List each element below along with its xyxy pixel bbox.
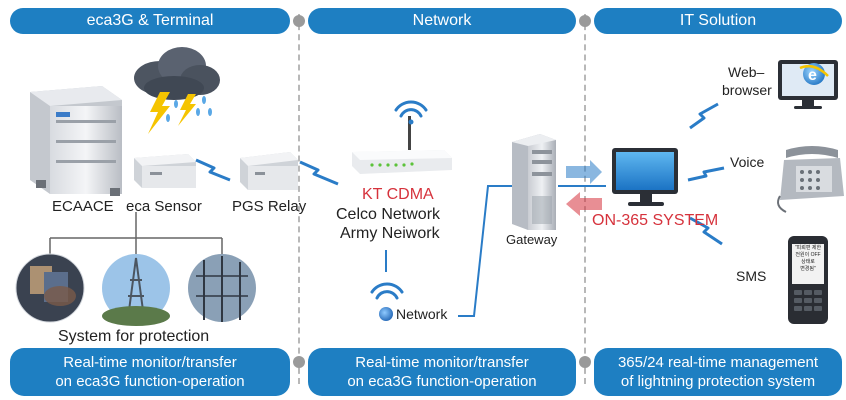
router-icon xyxy=(352,116,452,174)
network-node-icon xyxy=(379,307,393,321)
label-kt-cdma: KT CDMA xyxy=(362,186,434,203)
label-web-browser-line2: browser xyxy=(722,82,772,98)
footer-middle-line1: Real-time monitor/transfer xyxy=(355,354,529,371)
label-network: Network xyxy=(396,306,448,322)
wifi-signal-icon xyxy=(394,100,428,125)
label-on-365-system: ON-365 SYSTEM xyxy=(592,212,719,229)
label-celco-network: Celco Network xyxy=(336,206,441,223)
phone-screen-line: "피뢰편 제한 xyxy=(794,245,822,251)
header-it-solution: IT Solution xyxy=(594,8,842,34)
footer-right: 365/24 real-time management of lightning… xyxy=(594,348,842,396)
eca-sensor-device-icon xyxy=(134,154,196,188)
label-system-for-protection: System for protection xyxy=(58,328,210,345)
label-ecaace: ECAACE xyxy=(52,198,114,215)
header-eca3g-terminal-label: eca3G & Terminal xyxy=(86,12,214,29)
ecaace-cabinet-icon xyxy=(30,86,122,196)
footer-left-line1: Real-time monitor/transfer xyxy=(63,354,237,371)
divider-dot xyxy=(579,15,591,27)
protection-photo-1 xyxy=(15,253,85,323)
phone-screen-line: 상태로 xyxy=(801,259,815,265)
arrow-left-icon xyxy=(566,192,602,216)
mobile-phone-icon xyxy=(788,236,828,324)
protection-tree-lines xyxy=(49,212,223,254)
footer-right-line2: of lightning protection system xyxy=(620,373,816,390)
divider-dot xyxy=(293,356,305,368)
svg-text:e: e xyxy=(808,67,817,84)
header-eca3g-terminal: eca3G & Terminal xyxy=(10,8,290,34)
label-gateway: Gateway xyxy=(506,232,558,247)
network-connection-line xyxy=(458,185,512,317)
gateway-server-icon xyxy=(512,134,556,230)
divider-dot xyxy=(293,15,305,27)
footer-left: Real-time monitor/transfer on eca3G func… xyxy=(10,348,290,396)
divider-dot xyxy=(579,356,591,368)
label-pgs-relay: PGS Relay xyxy=(232,198,307,215)
system-monitor-icon xyxy=(612,148,678,206)
phone-screen-line: 전원이 OFF xyxy=(795,252,821,258)
footer-middle: Real-time monitor/transfer on eca3G func… xyxy=(308,348,576,396)
network-wifi-icon xyxy=(370,282,404,300)
arrow-right-icon xyxy=(566,160,602,184)
desk-phone-icon xyxy=(777,146,844,213)
phone-screen-line: 변경됨" xyxy=(800,266,816,272)
label-voice: Voice xyxy=(730,154,765,170)
footer-left-line2: on eca3G function-operation xyxy=(55,373,245,390)
label-eca-sensor: eca Sensor xyxy=(126,198,202,215)
label-army-network: Army Neiwork xyxy=(340,225,440,242)
header-it-solution-label: IT Solution xyxy=(679,12,757,29)
header-network-label: Network xyxy=(412,12,472,29)
protection-photo-2 xyxy=(102,254,170,326)
footer-right-line1: 365/24 real-time management xyxy=(617,354,819,371)
protection-photo-3 xyxy=(188,254,256,322)
label-web-browser-line1: Web– xyxy=(728,64,765,80)
divider-left xyxy=(298,14,300,384)
header-network: Network xyxy=(308,8,576,34)
wireless-link-icon xyxy=(195,102,725,246)
web-browser-monitor-icon: e xyxy=(778,60,838,109)
phone-screen-text: "피뢰편 제한 전원이 OFF 상태로 변경됨" xyxy=(792,245,824,273)
footer-middle-line2: on eca3G function-operation xyxy=(347,373,537,390)
pgs-relay-device-icon xyxy=(240,152,298,190)
storm-cloud-icon xyxy=(134,47,220,134)
label-sms: SMS xyxy=(736,268,767,284)
